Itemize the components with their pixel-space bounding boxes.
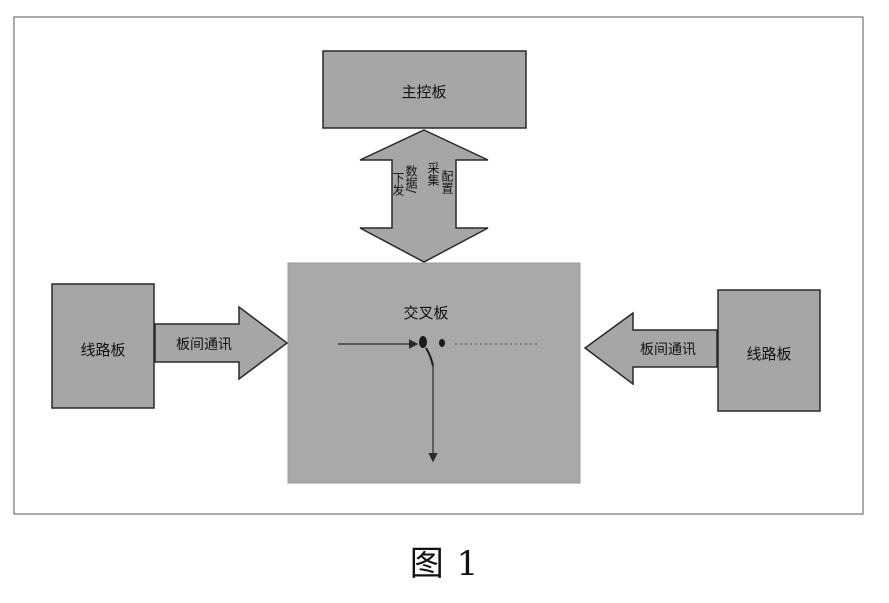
inter-board-comm-arrow-right: 板间通讯 (583, 311, 718, 386)
config-data-label-4: 配置 (440, 170, 454, 194)
block-diagram: 主控板 下发 数据/ 采集 配置 交叉板 线路板 板间通讯 线路板 板间通讯 (13, 16, 864, 515)
cross-board: 交叉板 (287, 262, 581, 484)
inter-board-comm-arrow-left: 板间通讯 (154, 305, 289, 381)
config-data-double-arrow: 下发 数据/ 采集 配置 (359, 129, 489, 263)
config-data-label-1: 下发 (391, 172, 405, 196)
cross-board-label: 交叉板 (403, 304, 448, 322)
line-card-left: 线路板 (51, 283, 155, 409)
config-data-label-2: 数据/ (404, 164, 418, 194)
main-control-board-label: 主控板 (401, 83, 446, 101)
inter-board-comm-left-label: 板间通讯 (176, 337, 232, 353)
cross-node-left (419, 336, 427, 348)
line-card-right-label: 线路板 (746, 345, 791, 363)
cross-node-right (439, 339, 445, 347)
inter-board-comm-right-label: 板间通讯 (640, 342, 696, 358)
line-card-left-label: 线路板 (80, 341, 125, 359)
figure-caption: 图 1 (409, 544, 480, 584)
main-control-board: 主控板 (322, 50, 527, 129)
line-card-right: 线路板 (717, 289, 821, 412)
config-data-label-3: 采集 (426, 162, 440, 186)
